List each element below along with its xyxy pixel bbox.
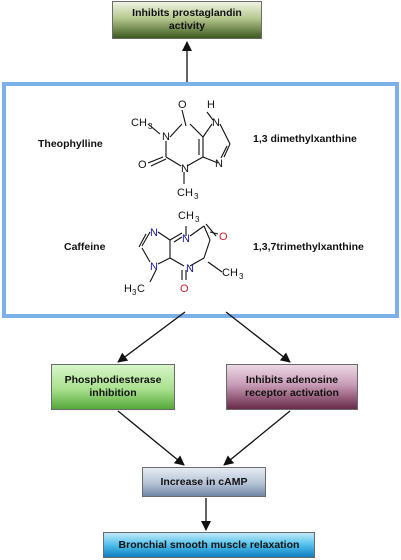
theophylline-structure [147, 109, 231, 184]
svg-text:CH: CH [178, 210, 194, 222]
svg-text:3: 3 [194, 192, 199, 201]
bronchial-relaxation-box: Bronchial smooth muscle relaxation [103, 532, 315, 558]
svg-text:O: O [178, 99, 187, 111]
phosphodiesterase-inhibition-box: Phosphodiesterase inhibition [51, 364, 175, 410]
svg-text:N: N [182, 233, 190, 245]
theophylline-atom-labels: O N N O CH 3 CH 3 N H N [131, 99, 223, 201]
svg-text:CH: CH [222, 267, 238, 279]
caffeine-chemical-name: 1,3,7trimethylxanthine [253, 241, 364, 253]
svg-text:H: H [124, 283, 132, 295]
inhibits-prostaglandin-text: Inhibits prostaglandin activity [132, 7, 242, 32]
arrow-to-adenosine [225, 311, 291, 363]
svg-text:N: N [162, 131, 170, 143]
theophylline-name: Theophylline [38, 138, 103, 150]
svg-text:O: O [219, 231, 228, 243]
caffeine-structure [138, 223, 223, 283]
theophylline-chemical-name: 1,3 dimethylxanthine [253, 133, 357, 145]
caffeine-atom-labels: CH 3 N O N CH 3 O N N H 3 C [124, 210, 244, 297]
svg-text:3: 3 [239, 272, 244, 281]
svg-text:N: N [181, 163, 189, 175]
increase-camp-text: Increase in cAMP [160, 475, 248, 488]
svg-text:CH: CH [131, 117, 147, 129]
svg-text:N: N [212, 117, 220, 129]
svg-text:N: N [150, 227, 158, 239]
phosphodiesterase-inhibition-text: Phosphodiesterase inhibition [64, 374, 162, 399]
svg-text:H: H [207, 99, 215, 111]
svg-text:3: 3 [132, 288, 137, 297]
arrow-adenosine-to-camp [223, 410, 291, 466]
adenosine-receptor-box: Inhibits adenosine receptor activation [226, 364, 358, 410]
caffeine-name: Caffeine [64, 241, 106, 253]
svg-text:O: O [180, 283, 189, 295]
arrow-pde-to-camp [117, 410, 185, 466]
svg-text:3: 3 [195, 215, 200, 224]
increase-camp-box: Increase in cAMP [142, 467, 266, 497]
svg-text:C: C [137, 283, 145, 295]
svg-text:N: N [215, 158, 223, 170]
bronchial-relaxation-text: Bronchial smooth muscle relaxation [118, 538, 300, 551]
svg-text:3: 3 [148, 122, 153, 131]
svg-text:N: N [186, 263, 194, 275]
svg-text:N: N [150, 261, 158, 273]
adenosine-receptor-text: Inhibits adenosine receptor activation [245, 374, 339, 399]
arrow-to-phosphodiesterase [117, 311, 186, 363]
inhibits-prostaglandin-box: Inhibits prostaglandin activity [112, 1, 262, 39]
svg-text:CH: CH [177, 187, 193, 199]
svg-text:O: O [138, 159, 147, 171]
methylxanthine-drugs-panel [2, 82, 399, 318]
